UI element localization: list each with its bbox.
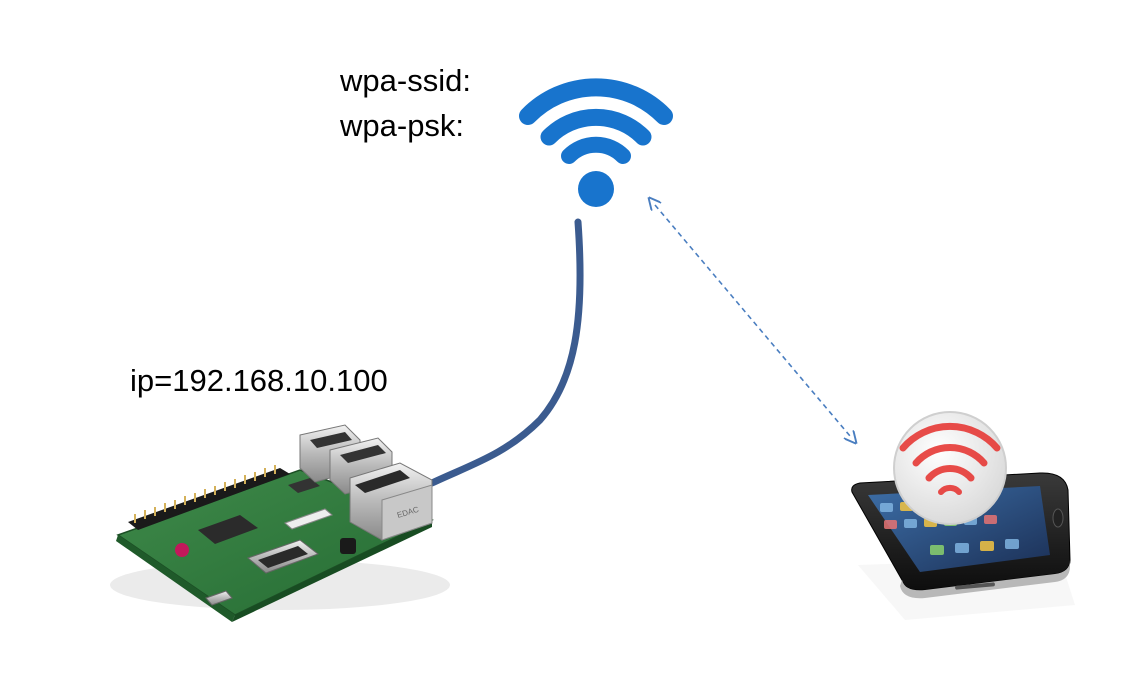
- ethernet-port: EDAC: [349, 462, 433, 541]
- ip-address-label: ip=192.168.10.100: [130, 363, 388, 398]
- ethernet-cable: [428, 218, 584, 487]
- usb-ports: [299, 424, 393, 495]
- wpa-ssid-label: wpa-ssid:: [340, 63, 471, 98]
- wifi-router-icon: [519, 78, 673, 207]
- wifi-badge-icon: [893, 411, 1007, 525]
- raspberry-pi-board: EDAC: [110, 424, 450, 622]
- wpa-psk-label: wpa-psk:: [340, 108, 465, 143]
- wireless-link-arrow: [655, 205, 850, 436]
